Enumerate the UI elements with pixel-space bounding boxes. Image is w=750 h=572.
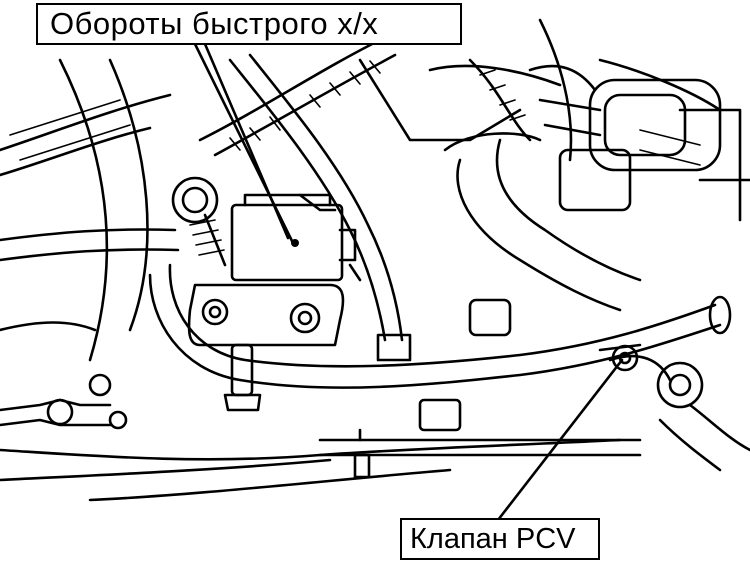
pcv-hose: [148, 263, 732, 412]
sensor-connector-upper-right: [528, 64, 722, 212]
engine-frame-lines: [0, 18, 750, 362]
idle-up-solenoid: [171, 176, 362, 282]
solenoid-bracket: [187, 283, 345, 347]
pcv-valve: [598, 343, 642, 372]
idle-speed-callout: Обороты быстрого х/х: [36, 3, 462, 45]
right-lower-components: [418, 298, 750, 472]
lower-pipe: [318, 428, 642, 479]
callout-leader-lines: [193, 42, 624, 522]
vacuum-hose-upper: [228, 53, 412, 362]
idle-speed-label: Обороты быстрого х/х: [50, 6, 379, 41]
wiring-harness: [198, 38, 532, 157]
hose-left: [0, 228, 180, 262]
pcv-valve-label: Клапан PCV: [410, 522, 576, 555]
air-intake-hose: [443, 132, 642, 312]
pcv-valve-callout: Клапан PCV: [400, 518, 600, 560]
